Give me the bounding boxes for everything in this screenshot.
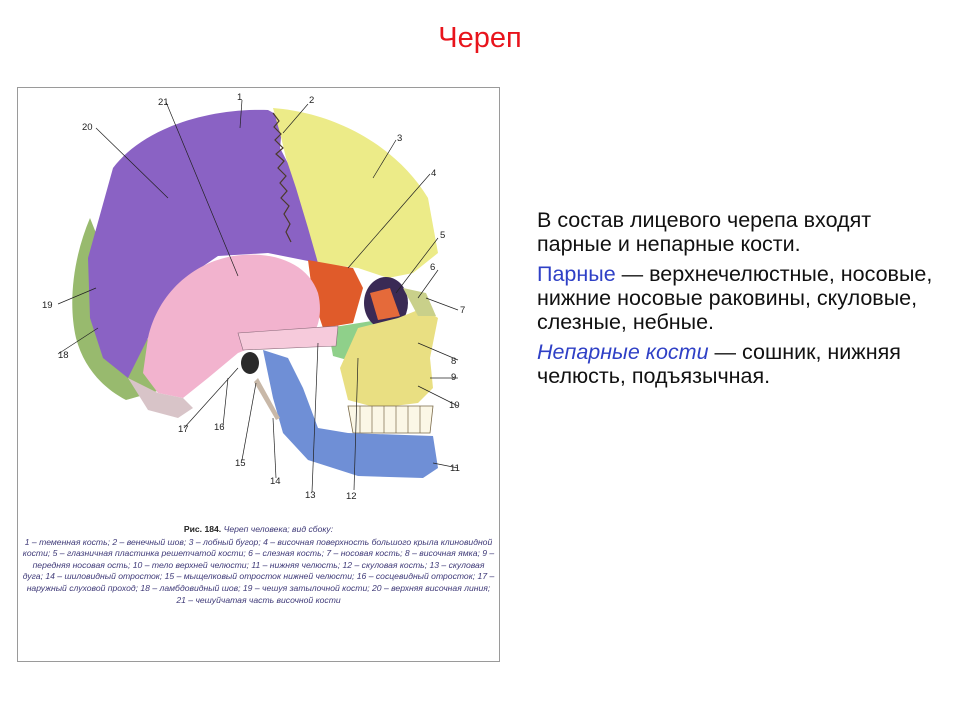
ear-canal [241,352,259,374]
temporal-bone [143,254,320,398]
description-text: В состав лицевого черепа входят парные и… [537,208,937,394]
unpaired-term: Непарные кости [537,340,709,364]
label-5: 5 [440,230,445,241]
label-7: 7 [460,305,465,316]
ethmoid-plate [370,288,400,320]
frontal-bone [273,108,438,278]
leader-lines [57,99,459,493]
label-1: 1 [237,92,242,103]
unpaired-list: — сошник, нижняя челюсть, подъязычная. [537,340,901,388]
mastoid-region [128,378,193,418]
teeth [347,405,434,434]
skull-figure: 1 2 3 4 5 6 7 8 9 10 11 12 13 14 15 16 1… [17,87,500,662]
label-12: 12 [346,491,357,502]
paired-list: — верхнечелюстные, носовые, нижние носов… [537,262,933,334]
caption-title: Череп человека; вид сбоку: [223,524,334,534]
coronal-suture [272,112,292,243]
label-14: 14 [270,476,281,487]
label-3: 3 [397,133,402,144]
skull-illustration: 1 2 3 4 5 6 7 8 9 10 11 12 13 14 15 16 1… [42,92,465,502]
caption-body: 1 – теменная кость; 2 – венечный шов; 3 … [22,536,495,605]
label-4: 4 [431,168,436,179]
label-18: 18 [58,350,69,361]
mandible [263,350,438,478]
nasal-bone [403,288,436,316]
parietal-bone [88,109,318,378]
label-11: 11 [450,463,460,474]
label-20: 20 [82,122,93,133]
paragraph-intro: В состав лицевого черепа входят парные и… [537,208,872,256]
paragraph-unpaired: Непарные кости — сошник, нижняя челюсть,… [537,340,937,388]
label-10: 10 [449,400,460,411]
label-2: 2 [309,95,314,106]
zygomatic-arch [237,325,339,351]
styloid-process [254,378,280,420]
maxilla [340,308,438,408]
paired-term: Парные [537,262,616,286]
label-6: 6 [430,262,435,273]
label-15: 15 [235,458,246,469]
label-21: 21 [158,97,169,108]
label-19: 19 [42,300,53,311]
sphenoid-wing [308,260,363,328]
slide-title: Череп [438,22,522,54]
figure-caption: Рис. 184. Череп человека; вид сбоку: 1 –… [22,524,495,606]
label-9: 9 [451,372,456,383]
caption-label: Рис. 184. [183,524,222,534]
paragraph-paired: Парные — верхнечелюстные, носовые, нижни… [537,262,937,334]
label-17: 17 [178,424,189,435]
label-8: 8 [451,356,456,367]
label-16: 16 [214,422,225,433]
label-13: 13 [305,490,316,501]
